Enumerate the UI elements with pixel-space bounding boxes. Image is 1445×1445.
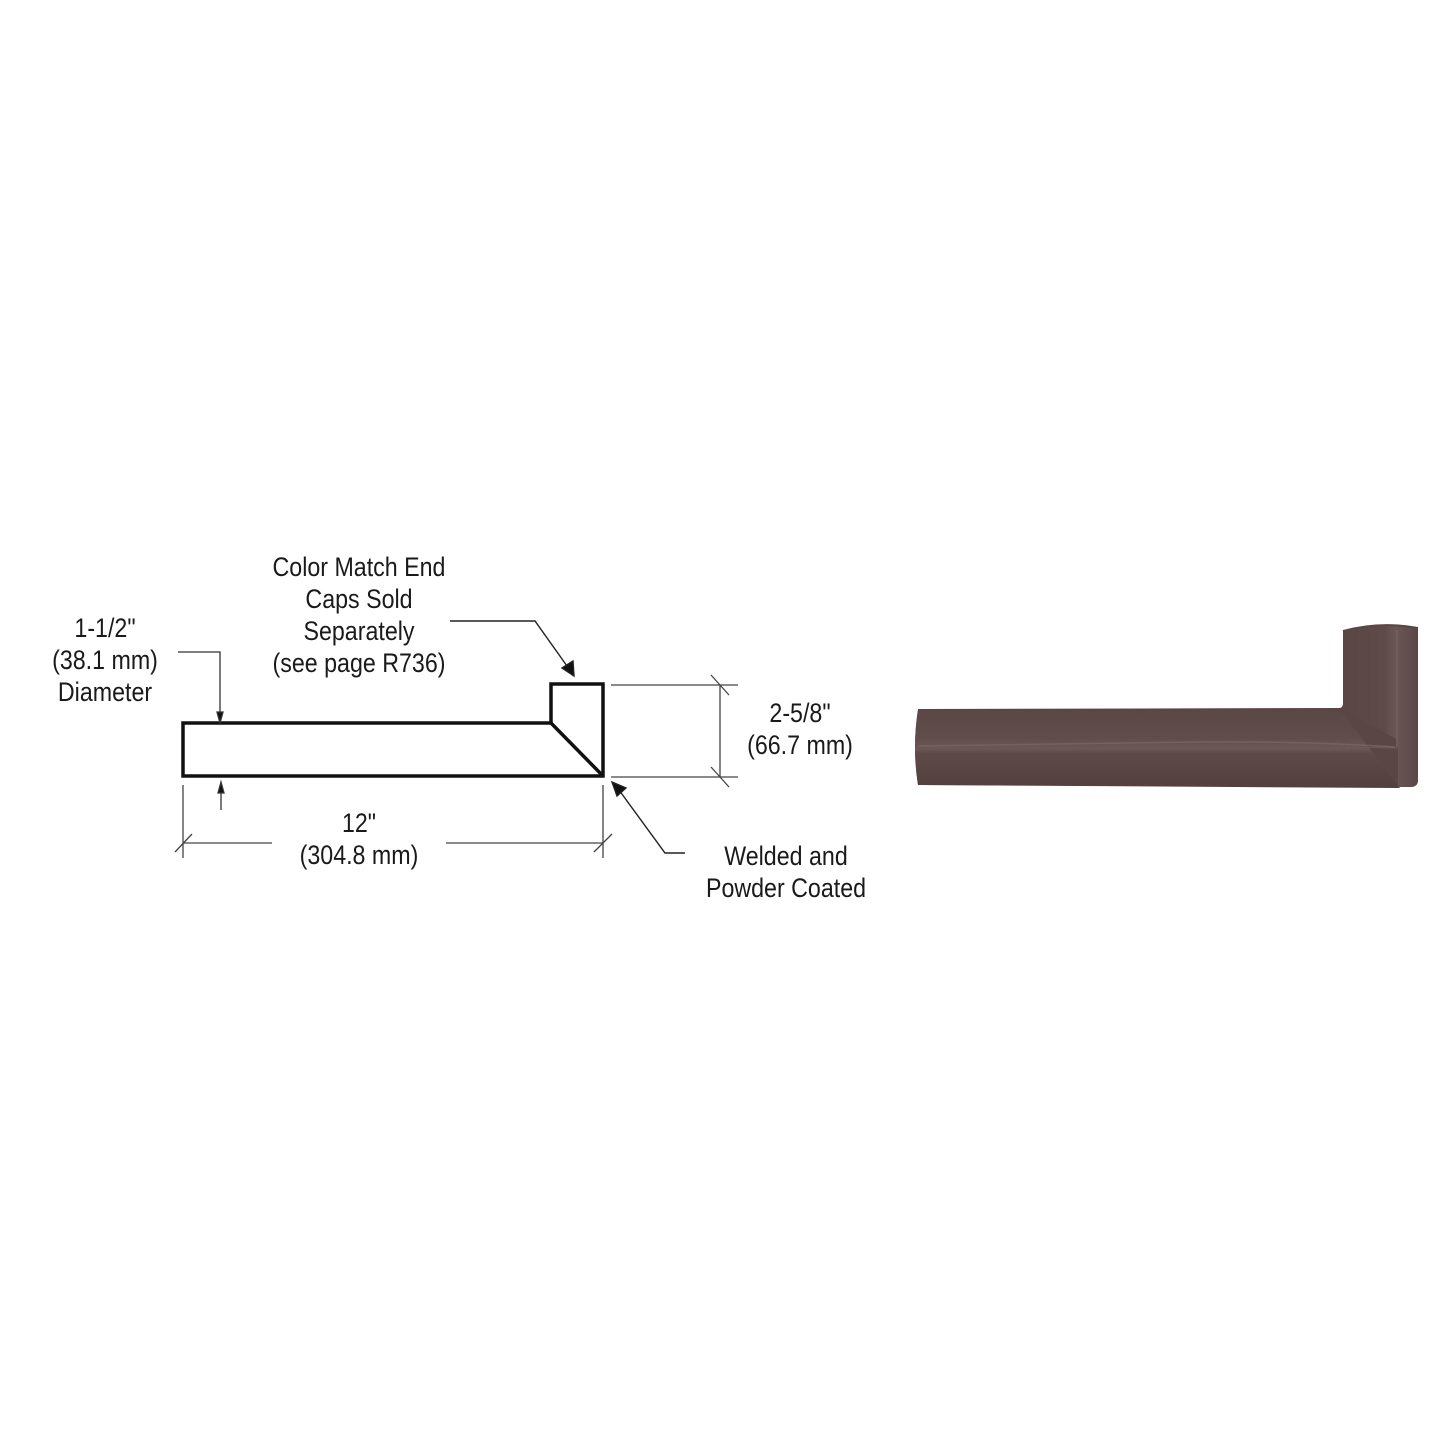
bar-outline bbox=[181, 682, 605, 778]
length-mm: (304.8 mm) bbox=[299, 840, 419, 870]
height-label: 2-5/8" (66.7 mm) bbox=[736, 697, 865, 761]
grab-bar-photo bbox=[915, 624, 1418, 788]
length-dimension bbox=[174, 785, 613, 858]
end-cap-leader bbox=[450, 620, 575, 678]
length-label: 12" (304.8 mm) bbox=[294, 807, 425, 871]
diameter-leader bbox=[178, 651, 225, 810]
length-inches: 12" bbox=[341, 808, 377, 838]
diameter-label: 1-1/2" (38.1 mm) Diameter bbox=[41, 612, 170, 708]
weld-line-2: Powder Coated bbox=[705, 873, 867, 903]
end-caps-line-4: (see page R736) bbox=[272, 648, 446, 678]
end-caps-line-1: Color Match End bbox=[272, 552, 446, 582]
height-mm: (66.7 mm) bbox=[747, 730, 853, 760]
end-caps-label: Color Match End Caps Sold Separately (se… bbox=[246, 551, 471, 679]
weld-label: Welded and Powder Coated bbox=[695, 840, 877, 904]
end-caps-line-3: Separately bbox=[303, 616, 415, 646]
diameter-mm: (38.1 mm) bbox=[52, 645, 158, 675]
weld-line-1: Welded and bbox=[724, 841, 848, 871]
diameter-inches: 1-1/2" bbox=[74, 613, 136, 643]
height-inches: 2-5/8" bbox=[769, 698, 831, 728]
diameter-word: Diameter bbox=[57, 677, 153, 707]
end-caps-line-2: Caps Sold bbox=[305, 584, 413, 614]
height-dimension bbox=[611, 674, 738, 788]
weld-leader bbox=[610, 780, 685, 854]
